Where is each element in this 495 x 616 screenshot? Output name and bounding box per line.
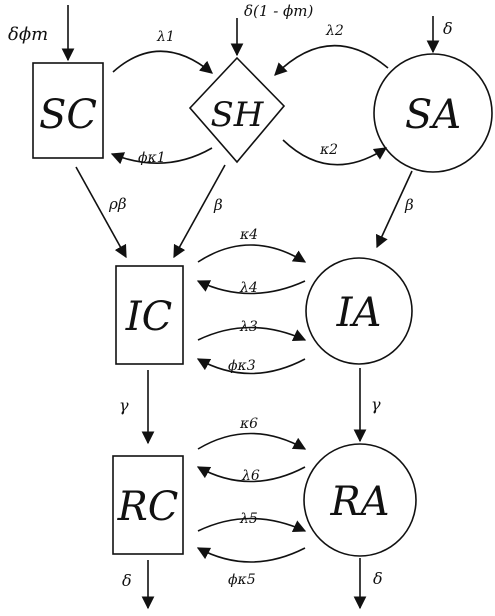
edge-sh-sc: ϕκ1 <box>110 147 213 166</box>
edge-ra-rc-k5: ϕκ5 <box>196 547 306 588</box>
edge-rc-out: δ <box>122 560 155 610</box>
node-sa-label: SA <box>405 92 461 138</box>
edge-ra-rc-l6: λ6 <box>196 466 306 484</box>
edge-ra-rc-k5-label: ϕκ5 <box>228 572 256 588</box>
edge-in-sc: δϕm <box>8 5 75 62</box>
edge-sh-ic-label: β <box>213 196 223 214</box>
edge-ia-ic-k3-label: ϕκ3 <box>228 358 256 374</box>
edge-sh-sa: κ2 <box>282 139 388 166</box>
node-ic-label: IC <box>125 294 172 340</box>
edge-ia-ic-l4: λ4 <box>196 280 306 296</box>
edge-sa-ia-label: β <box>404 196 414 214</box>
edge-ra-rc-l6-label: λ6 <box>241 468 260 484</box>
edge-sa-ia: β <box>376 170 414 249</box>
edge-in-sa: δ <box>426 16 453 54</box>
edge-in-sh-label: δ(1 - ϕm) <box>244 2 313 20</box>
edge-sh-sc-label: ϕκ1 <box>138 150 166 166</box>
node-ic: IC <box>115 265 184 365</box>
node-rc: RC <box>112 455 184 555</box>
edge-ia-ic-l4-label: λ4 <box>239 280 258 296</box>
edge-rc-ra-l5: λ5 <box>197 511 307 533</box>
edge-sh-ic: β <box>173 164 226 259</box>
edge-rc-ra-l5-label: λ5 <box>239 511 258 527</box>
edge-in-sa-label: δ <box>443 19 453 38</box>
edge-ic-ia-l3-label: λ3 <box>239 319 258 335</box>
node-sh-label: SH <box>211 95 265 135</box>
node-ra-label: RA <box>329 479 389 525</box>
edge-rc-out-label: δ <box>122 571 132 590</box>
node-sc-label: SC <box>39 92 97 138</box>
edge-sc-ic: ρβ <box>75 166 127 259</box>
edge-rc-ra-k6-label: κ6 <box>239 416 258 432</box>
edge-sa-sh-label: λ2 <box>325 23 344 39</box>
edge-in-sc-label: δϕm <box>8 24 48 45</box>
edge-rc-ra-k6: κ6 <box>197 416 307 450</box>
node-ra: RA <box>303 443 417 557</box>
edge-ic-ia-k4: κ4 <box>197 227 307 263</box>
node-ia-label: IA <box>336 290 382 336</box>
edge-ia-ic-k3: ϕκ3 <box>196 358 306 375</box>
edge-sc-sh: λ1 <box>112 29 213 74</box>
node-ia: IA <box>305 257 413 365</box>
edge-ic-rc-label: γ <box>119 396 129 415</box>
edge-ic-ia-k4-label: κ4 <box>239 227 258 243</box>
edge-ia-ra-label: γ <box>371 395 381 414</box>
edge-sc-ic-label: ρβ <box>108 195 127 213</box>
edge-sh-sa-label: κ2 <box>319 142 338 158</box>
edge-sa-sh: λ2 <box>274 23 389 76</box>
node-sc: SC <box>32 62 104 159</box>
edge-ra-out-label: δ <box>373 569 383 588</box>
edge-in-sh: δ(1 - ϕm) <box>230 2 313 57</box>
edge-sc-sh-label: λ1 <box>156 29 175 45</box>
node-rc-label: RC <box>117 484 179 530</box>
edge-ra-out: δ <box>353 558 383 610</box>
edge-ic-rc: γ <box>119 370 155 445</box>
edge-ia-ra: γ <box>353 368 381 443</box>
edge-ic-ia-l3: λ3 <box>197 319 307 342</box>
node-sa: SA <box>373 53 493 173</box>
node-sh: SH <box>188 56 286 164</box>
